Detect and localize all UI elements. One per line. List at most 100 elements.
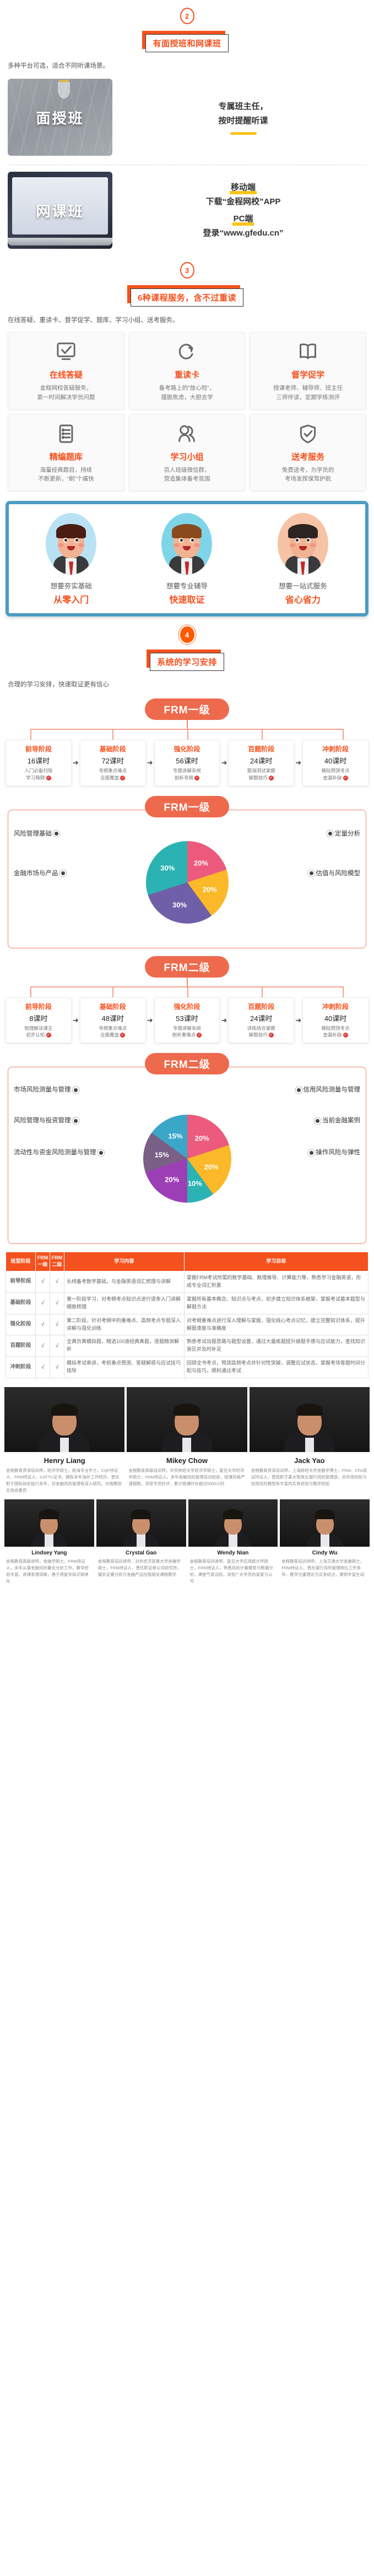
teacher-name: Crystal Gao: [126, 1550, 157, 1557]
check-icon: ✓: [268, 775, 274, 781]
check-icon: ✓: [120, 775, 126, 781]
service-desc: 授课老师、辅导师、班主任三师伴读，定期学练测评: [273, 385, 343, 401]
check-icon: ✓: [268, 1033, 274, 1038]
table-row: 冲刺阶段√√模拟考试串讲，考前重点预测、答疑解惑与应试技巧指导回顾全书考点，预测…: [6, 1356, 369, 1379]
callout-label: 定量分析: [335, 830, 360, 837]
service-card[interactable]: 送考服务免费送考，为学员的考场发挥保驾护航: [250, 413, 366, 492]
callout-label: 当前金融案例: [322, 1117, 360, 1125]
row-level2-tick: √: [50, 1313, 64, 1336]
row-goal: 掌握FRM考试所需的数学基础、数理推导、计算能力等，熟悉学习金融英语，形成专业词…: [183, 1270, 369, 1293]
pie-slice-label: 20%: [165, 1175, 180, 1184]
persona-top-text: 想要专业辅导: [166, 582, 208, 591]
callout-dot: [99, 1150, 103, 1155]
check-icon: ✓: [46, 775, 51, 781]
callout-dot: [296, 1088, 301, 1092]
table-row: 前导阶段√√长线备考数学基础，与金融英语词汇梳理与讲解掌握FRM考试所需的数学基…: [6, 1270, 369, 1293]
service-card[interactable]: 学习小组百人班级微信群，营造集体备考氛围: [128, 413, 246, 492]
service-desc: 海量经典题目，持续不断更新，“刷”个痛快: [38, 466, 94, 483]
refresh-retake-icon: [133, 339, 242, 364]
row-level2-tick: √: [50, 1335, 64, 1357]
online-class-label: 网课班: [36, 203, 84, 220]
persona-avatar: [161, 513, 213, 575]
pie-callout: 估值与风险模型: [307, 869, 360, 877]
service-card[interactable]: 督学促学授课老师、辅导师、班主任三师伴读，定期学练测评: [250, 332, 366, 410]
stage-name: 基础阶段: [99, 745, 126, 754]
bracket-tick: [343, 729, 344, 740]
frm-level1-pie-panel: 20%20%30%30%风险管理基础定量分析金融市场与产品估值与风险模型: [8, 809, 366, 948]
pie-slice-label: 15%: [168, 1132, 183, 1140]
stage-hours: 40课时: [324, 757, 347, 766]
services-desc: 在线答疑、重读卡、督学促学、题库、学习小组、送考服务。: [8, 317, 179, 324]
teacher-photo: [96, 1499, 186, 1547]
callout-dot: [316, 1118, 319, 1123]
check-icon: ✓: [343, 1033, 348, 1038]
callout-label: 操作风险与弹性: [316, 1149, 361, 1156]
row-goal: 回顾全书考点，预测高频考点并针对性突破，调整应试状态，掌握考场答题时间分配与技巧…: [183, 1356, 369, 1379]
callout-label: 风险管理与投资管理: [14, 1117, 71, 1125]
persona-bottom-text: 从零入门: [53, 596, 89, 605]
monitor-check-icon: [12, 339, 121, 364]
teacher-name: Henry Liang: [44, 1456, 85, 1465]
stage-hours: 8课时: [29, 1014, 48, 1023]
stage-arrow-icon: ➜: [295, 758, 302, 767]
callout-dot: [55, 832, 58, 836]
table-body: 前导阶段√√长线备考数学基础，与金融英语词汇梳理与讲解掌握FRM考试所需的数学基…: [6, 1270, 369, 1379]
service-desc: 金程网校答疑服务，第一时间解决学员问题: [37, 385, 95, 401]
stage-name: 冲刺阶段: [322, 1002, 349, 1011]
stage-hours: 48课时: [101, 1014, 124, 1023]
class-types-desc: 多种平台可选，适合不同听课场景。: [8, 63, 109, 69]
online-class-thumbnail[interactable]: 网课班: [8, 172, 112, 249]
service-card[interactable]: 重读卡备考路上的“放心险”，摆脱焦虑，大胆去学: [128, 332, 246, 410]
stage-arrow-icon: ➜: [147, 1016, 153, 1024]
teacher-name: Mikey Chow: [166, 1456, 208, 1465]
offline-line-1: 专属班主任，: [218, 102, 268, 111]
frm-level2-pie-panel: 20%20%10%20%15%15%市场风险测量与管理信用风险测量与管理风险管理…: [8, 1067, 366, 1245]
service-card[interactable]: 精编题库海量经典题目，持续不断更新，“刷”个痛快: [8, 413, 124, 492]
callout-dot: [73, 1118, 78, 1123]
check-icon: ✓: [197, 1033, 202, 1038]
persona-avatar: [46, 513, 97, 575]
offline-class-text: 专属班主任， 按时提醒听课: [120, 100, 366, 135]
stage-name: 强化阶段: [174, 1002, 200, 1011]
stage-note: 考纲重点难点全面覆盖 ✓: [99, 768, 127, 781]
stage-arrow-icon: ➜: [221, 758, 227, 767]
teacher-photo: [4, 1499, 94, 1547]
stage-name: 百题阶段: [248, 745, 275, 754]
stage-name: 百题阶段: [248, 1002, 275, 1011]
services-section: 3 6种课程服务，含不过重读 在线答疑、重读卡、督学促学、题库、学习小组、送考服…: [0, 254, 374, 617]
study-plan-desc: 合理的学习安排，快速取证更有信心: [8, 681, 109, 689]
frm-level2-chart-pill: FRM二级: [145, 1053, 229, 1075]
stage-hours: 40课时: [324, 1014, 347, 1023]
stage-hours: 56课时: [176, 757, 198, 766]
offline-class-thumbnail[interactable]: 面授班: [8, 79, 112, 156]
open-book-icon: [253, 339, 362, 364]
frm-level1-chart-pill: FRM一级: [145, 795, 229, 817]
teacher-photo: [127, 1387, 247, 1453]
stage-arrow-icon: ➜: [72, 1016, 79, 1024]
teacher-name: Cindy Wu: [312, 1550, 338, 1557]
row-level1-tick: √: [35, 1335, 50, 1357]
row-level2-tick: √: [50, 1270, 64, 1293]
class-types-title-plate: 有面授班和网课班: [0, 31, 374, 52]
service-card[interactable]: 在线答疑金程网校答疑服务，第一时间解决学员问题: [8, 332, 124, 410]
row-level2-tick: √: [50, 1292, 64, 1314]
